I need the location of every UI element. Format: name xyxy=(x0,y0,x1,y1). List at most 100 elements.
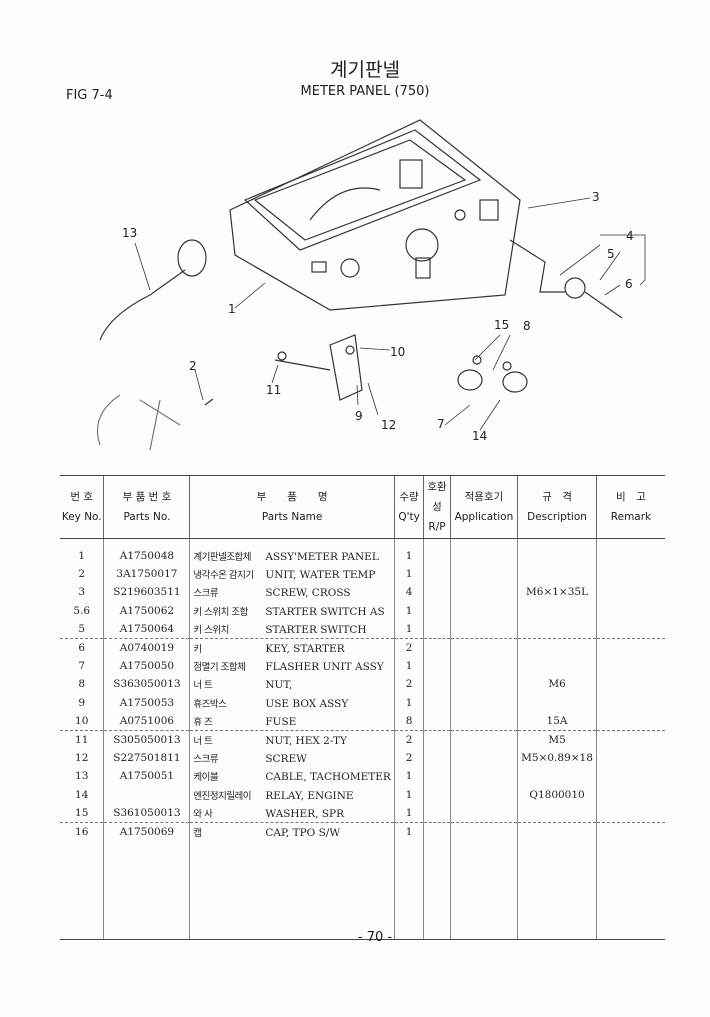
description xyxy=(517,565,597,584)
parts-no: A1750069 xyxy=(103,821,190,841)
parts-no: A1750062 xyxy=(103,601,190,620)
parts-no: S363050013 xyxy=(103,675,190,694)
fuse-box-drawing xyxy=(274,334,363,401)
parts-name-en: USE BOX ASSY xyxy=(265,697,349,710)
remark xyxy=(595,767,665,786)
description xyxy=(517,767,597,786)
header-ko: 규 격 xyxy=(542,491,572,503)
remark xyxy=(595,583,665,602)
description: M6 xyxy=(517,675,597,694)
description xyxy=(517,637,597,658)
header-ko: 부 품 번 호 xyxy=(122,491,172,503)
rp xyxy=(423,749,451,768)
application xyxy=(449,619,518,639)
header-ko: 적용호기 xyxy=(464,491,504,503)
key-no: 5.6 xyxy=(73,604,91,617)
callout-9: 9 xyxy=(355,409,363,423)
parts-no: A0751006 xyxy=(103,711,190,731)
parts-no: A1750050 xyxy=(103,657,190,676)
application xyxy=(449,803,518,823)
parts-name-ko: 냉각수온 감지기 xyxy=(193,570,254,582)
parts-name-ko: 키 스위치 xyxy=(193,624,229,636)
remark xyxy=(595,657,665,676)
header-en: Q'ty xyxy=(398,511,420,523)
remark xyxy=(595,675,665,694)
parts-name-ko: 스크류 xyxy=(193,588,219,600)
quantity: 8 xyxy=(393,711,424,731)
callout-4: 4 xyxy=(626,229,634,243)
remark xyxy=(595,619,665,639)
description: M5×0.89×18 xyxy=(517,749,597,768)
key-no: 2 xyxy=(78,568,86,581)
application xyxy=(449,729,518,750)
parts-name-en: FUSE xyxy=(265,715,297,728)
quantity: 2 xyxy=(393,749,424,768)
quantity: 1 xyxy=(393,785,424,804)
tachometer-cable-drawing xyxy=(99,239,207,341)
key-no: 9 xyxy=(78,696,86,709)
rp xyxy=(423,657,451,676)
callout-7: 7 xyxy=(437,417,445,431)
parts-name-ko: 휴즈박스 xyxy=(193,698,227,710)
callout-1: 1 xyxy=(228,302,236,316)
rp xyxy=(423,821,451,841)
page-number: - 70 - xyxy=(357,930,393,945)
quantity: 2 xyxy=(393,637,424,658)
callout-5: 5 xyxy=(607,247,615,261)
remark xyxy=(595,693,665,712)
callout-6: 6 xyxy=(625,277,633,291)
flasher-relay-drawing xyxy=(457,355,528,393)
description xyxy=(517,657,597,676)
description xyxy=(517,619,597,639)
key-no: 15 xyxy=(75,806,89,819)
parts-name-ko: 계기판넬조합체 xyxy=(193,552,252,564)
remark xyxy=(595,565,665,584)
callout-3: 3 xyxy=(592,190,600,204)
parts-name-en: KEY, STARTER xyxy=(265,643,345,656)
callout-numbers: 1 2 3 4 5 6 7 8 9 10 11 12 13 14 15 xyxy=(122,190,634,443)
header-ko: 번 호 xyxy=(70,491,94,503)
rp xyxy=(423,601,451,620)
exploded-parts-diagram: 1 2 3 4 5 6 7 8 9 10 11 12 13 14 15 xyxy=(96,119,646,451)
parts-name-en: RELAY, ENGINE xyxy=(265,789,354,802)
rp xyxy=(423,583,451,602)
remark xyxy=(595,749,665,768)
key-no: 10 xyxy=(75,714,89,727)
application xyxy=(449,767,518,786)
callout-8: 8 xyxy=(523,319,531,333)
header-ko: 수량 xyxy=(399,491,419,503)
quantity: 2 xyxy=(393,675,424,694)
header-ko: 부 품 명 xyxy=(256,491,328,503)
description: Q1800010 xyxy=(517,785,597,804)
key-no: 6 xyxy=(60,637,104,658)
parts-name-ko: 너 트 xyxy=(193,680,213,692)
application xyxy=(449,565,518,584)
quantity: 1 xyxy=(393,803,424,823)
application xyxy=(449,749,518,768)
parts-no: S305050013 xyxy=(103,729,190,750)
parts-no: A1750048 xyxy=(103,538,190,566)
remark xyxy=(595,729,665,750)
rp xyxy=(423,565,451,584)
